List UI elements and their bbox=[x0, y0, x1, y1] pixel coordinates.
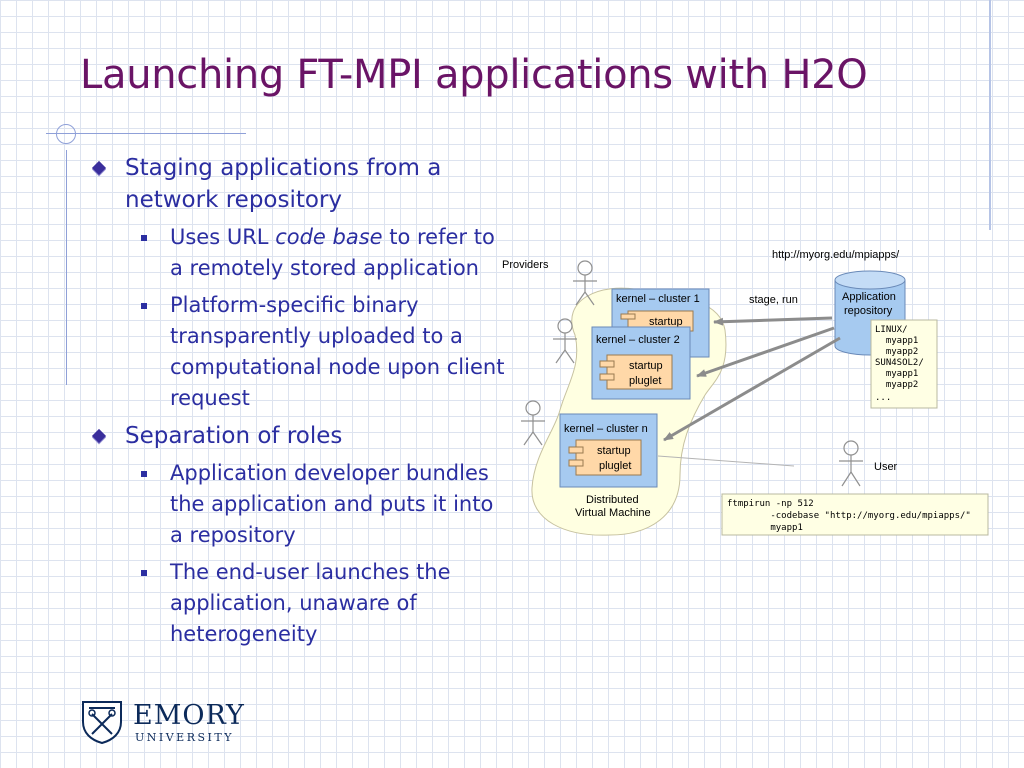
slide-title: Launching FT-MPI applications with H2O bbox=[80, 52, 868, 98]
diamond-bullet-icon bbox=[91, 160, 107, 176]
decorative-horizontal-line bbox=[46, 133, 246, 134]
pluglet-label: pluglet bbox=[599, 460, 631, 472]
subbullet-developer: Application developer bundles the applic… bbox=[90, 458, 510, 551]
square-bullet-icon bbox=[141, 570, 147, 576]
subbullet-text: Platform-specific binary transparently u… bbox=[170, 293, 505, 410]
dvm-label-line1: Distributed bbox=[586, 494, 639, 506]
command-line: ftmpirun -np 512 bbox=[727, 499, 814, 509]
kernel-cluster-n: kernel – cluster n startup pluglet bbox=[559, 413, 658, 488]
startup-label: startup bbox=[597, 445, 631, 457]
bullet-staging: Staging applications from a network repo… bbox=[90, 152, 510, 216]
subbullet-text-before: Uses URL bbox=[170, 225, 276, 249]
stage-run-label: stage, run bbox=[749, 294, 798, 306]
stage-run-arrow-icon bbox=[713, 316, 833, 326]
subbullet-end-user: The end-user launches the application, u… bbox=[90, 557, 510, 650]
bullet-list: Staging applications from a network repo… bbox=[90, 152, 510, 656]
pluglet-label: pluglet bbox=[629, 375, 661, 387]
subbullet-text-after: to refer to a remotely stored applicatio… bbox=[170, 225, 495, 280]
repository-label-line1: Application bbox=[842, 291, 896, 303]
square-bullet-icon bbox=[141, 471, 147, 477]
bullet-text: Staging applications from a network repo… bbox=[125, 155, 442, 213]
startup-label: startup bbox=[629, 360, 663, 372]
user-figure-icon bbox=[839, 440, 863, 487]
kernel-cluster-2: kernel – cluster 2 startup pluglet bbox=[591, 326, 691, 400]
listing-line: SUN4SOL2/ bbox=[875, 358, 924, 368]
command-box: ftmpirun -np 512 -codebase "http://myorg… bbox=[721, 493, 989, 536]
provider-figure-icon bbox=[553, 318, 577, 364]
startup-label: startup bbox=[649, 316, 683, 328]
subbullet-text: The end-user launches the application, u… bbox=[170, 560, 451, 646]
listing-line: myapp2 bbox=[875, 380, 918, 390]
repository-label-line2: repository bbox=[844, 305, 893, 317]
subbullet-code-base: Uses URL code base to refer to a remotel… bbox=[90, 222, 510, 284]
listing-line: myapp1 bbox=[875, 336, 918, 346]
square-bullet-icon bbox=[141, 303, 147, 309]
listing-line: LINUX/ bbox=[875, 325, 908, 335]
diamond-bullet-icon bbox=[91, 428, 107, 444]
listing-line: myapp2 bbox=[875, 347, 918, 357]
providers-label: Providers bbox=[502, 259, 549, 271]
listing-line: ... bbox=[875, 393, 891, 403]
subbullet-text-emphasis: code base bbox=[275, 225, 383, 249]
provider-figure-icon bbox=[573, 260, 597, 306]
stage-run-arrow-icon bbox=[663, 336, 841, 442]
decorative-right-line bbox=[989, 0, 991, 230]
kernel-cluster-2-title: kernel – cluster 2 bbox=[596, 334, 680, 346]
repository-url: http://myorg.edu/mpiapps/ bbox=[772, 249, 900, 261]
listing-line: myapp1 bbox=[875, 369, 918, 379]
emory-shield-icon bbox=[82, 701, 122, 744]
kernel-cluster-1-title: kernel – cluster 1 bbox=[616, 293, 700, 305]
user-connector-line bbox=[657, 455, 795, 467]
subbullet-binary-upload: Platform-specific binary transparently u… bbox=[90, 290, 510, 414]
logo-subtitle: UNIVERSITY bbox=[135, 731, 234, 744]
bullet-text: Separation of roles bbox=[125, 423, 343, 449]
provider-figure-icon bbox=[521, 400, 545, 446]
emory-university-logo: EMORY UNIVERSITY bbox=[80, 700, 260, 744]
kernel-cluster-n-title: kernel – cluster n bbox=[564, 423, 648, 435]
stage-run-arrow-icon bbox=[696, 326, 835, 378]
square-bullet-icon bbox=[141, 235, 147, 241]
subbullet-text: Application developer bundles the applic… bbox=[170, 461, 494, 547]
decorative-circle bbox=[56, 124, 76, 144]
command-line: -codebase "http://myorg.edu/mpiapps/" bbox=[727, 511, 971, 521]
user-label: User bbox=[874, 461, 898, 473]
dvm-label-line2: Virtual Machine bbox=[575, 507, 651, 519]
logo-word: EMORY bbox=[133, 700, 245, 731]
command-line: myapp1 bbox=[727, 523, 803, 533]
decorative-vertical-line bbox=[66, 150, 67, 385]
bullet-separation: Separation of roles bbox=[90, 420, 510, 452]
repository-listing: LINUX/ myapp1 myapp2 SUN4SOL2/ myapp1 my… bbox=[870, 319, 938, 409]
